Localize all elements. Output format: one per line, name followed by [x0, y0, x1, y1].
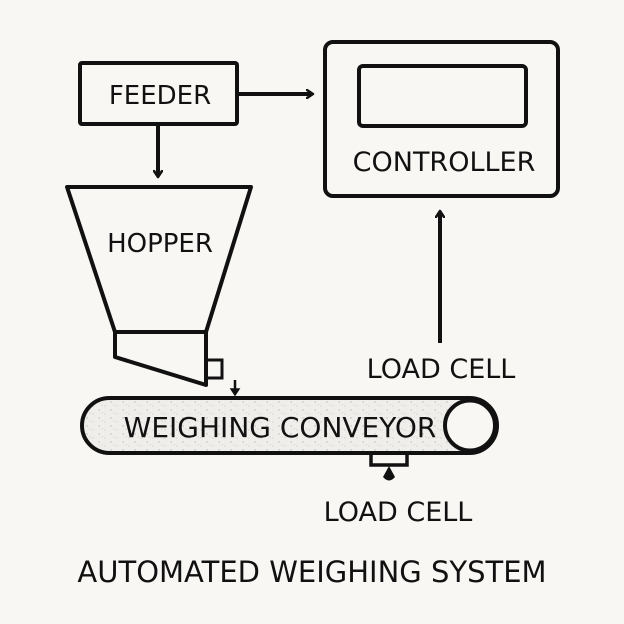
feeder-block: FEEDER	[78, 61, 239, 126]
hopper-outlet	[113, 330, 208, 387]
controller-label: CONTROLLER	[353, 147, 536, 178]
hopper-label: HOPPER	[107, 229, 213, 259]
controller-display	[357, 64, 528, 128]
hopper-gate	[204, 358, 224, 380]
load-cell-upper-block: LOAD CELL	[367, 212, 516, 385]
load-cell-lower-label: LOAD CELL	[324, 497, 473, 528]
feeder-label: FEEDER	[109, 81, 211, 111]
conveyor-label: WEIGHING CONVEYOR	[124, 411, 437, 444]
load-cell-lower-sensor	[369, 451, 409, 467]
arrow-hopper-to-conveyor-head	[229, 388, 241, 397]
controller-block: CONTROLLER	[323, 40, 560, 198]
hopper-funnel	[65, 185, 253, 334]
load-cell-lower-drop-icon	[383, 466, 395, 481]
load-cell-lower-block: LOAD CELL	[324, 451, 473, 528]
controller-box	[323, 40, 560, 198]
hopper-block: HOPPER	[65, 185, 253, 387]
conveyor-block: WEIGHING CONVEYOR	[80, 396, 499, 455]
feeder-box	[78, 61, 239, 126]
diagram-title: AUTOMATED WEIGHING SYSTEM	[77, 555, 546, 589]
conveyor-roller	[443, 398, 497, 453]
load-cell-upper-label: LOAD CELL	[367, 354, 516, 385]
